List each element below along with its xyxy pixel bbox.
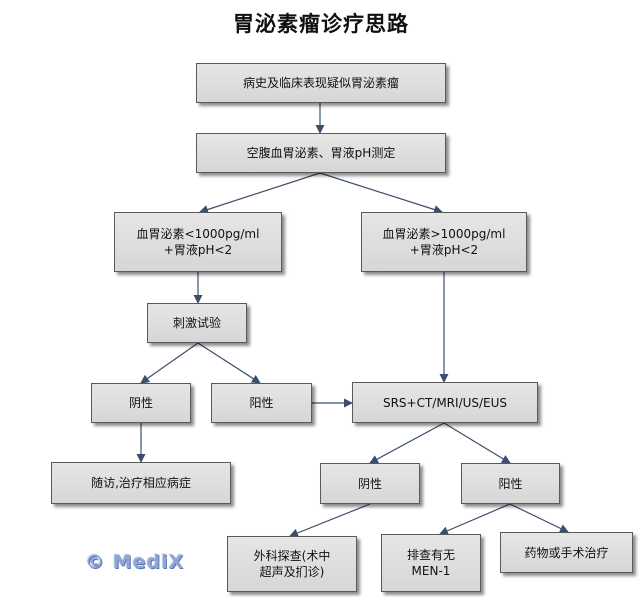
- node-follow-up: 随访,治疗相应病症: [51, 462, 231, 504]
- arrow-imaging-neg2: [369, 422, 445, 464]
- node-test: 空腹血胃泌素、胃液pH测定: [196, 133, 446, 173]
- arrow-pos2-treat: [509, 503, 569, 533]
- node-positive-2: 阳性: [461, 463, 560, 504]
- arrow-test-low: [199, 172, 321, 214]
- page-title: 胃泌素瘤诊疗思路: [233, 11, 409, 36]
- node-men1-screening: 排查有无 MEN-1: [381, 534, 481, 592]
- node-history: 病史及临床表现疑似胃泌素瘤: [196, 63, 446, 103]
- node-positive-1: 阳性: [211, 383, 312, 423]
- arrow-stim-neg1: [140, 342, 199, 384]
- arrow-pos2-men: [439, 503, 511, 535]
- arrow-neg2-surgery: [289, 503, 371, 538]
- node-low-gastrin: 血胃泌素<1000pg/ml +胃液pH<2: [114, 212, 282, 272]
- arrow-stim-pos1: [197, 342, 261, 384]
- node-imaging: SRS+CT/MRI/US/EUS: [352, 382, 538, 423]
- node-high-gastrin: 血胃泌素>1000pg/ml +胃液pH<2: [361, 212, 527, 272]
- node-stimulation-test: 刺激试验: [147, 303, 247, 343]
- node-drug-surgery: 药物或手术治疗: [500, 532, 633, 573]
- node-negative-2: 阴性: [320, 463, 420, 504]
- node-negative-1: 阴性: [91, 383, 191, 423]
- arrow-test-high: [319, 172, 443, 214]
- medix-watermark: © MediX: [85, 551, 185, 573]
- arrow-imaging-pos2: [443, 422, 511, 464]
- node-surgical-exploration: 外科探查(术中 超声及扪诊): [227, 536, 357, 592]
